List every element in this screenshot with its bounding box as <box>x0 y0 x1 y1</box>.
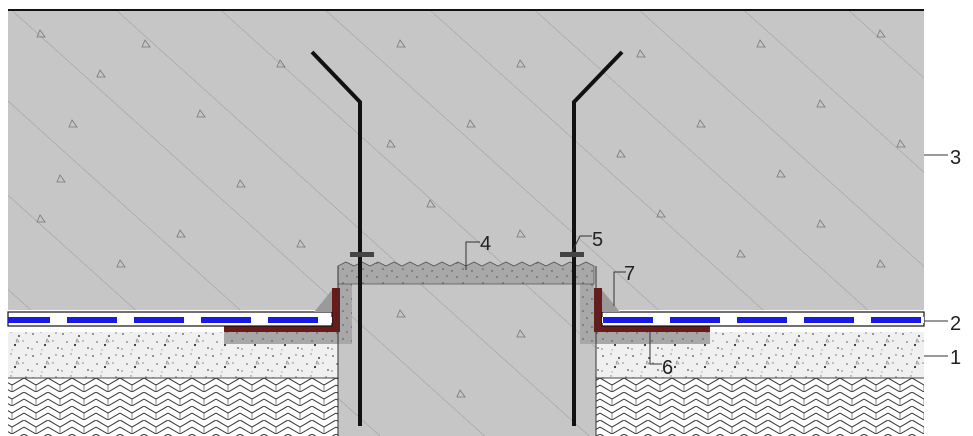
callout-5: 5 <box>571 229 603 253</box>
aggregate-marks <box>36 29 906 268</box>
callout-1: 1 <box>924 347 961 369</box>
bolt-right <box>560 252 584 257</box>
mortar-vertical-right <box>580 280 594 344</box>
waterstop-right <box>572 50 624 426</box>
callout-5-label: 5 <box>592 229 603 251</box>
sealant-right <box>594 288 602 332</box>
fillet-right <box>602 290 620 312</box>
callout-6: 6 <box>649 332 673 379</box>
callout-3-label: 3 <box>950 147 961 169</box>
additional-layer-right <box>598 326 710 332</box>
callout-4-label: 4 <box>480 233 491 255</box>
base-herringbone-left <box>8 378 338 436</box>
callout-3: 3 <box>924 147 961 169</box>
sealant-left <box>332 288 340 332</box>
mortar-vertical-left <box>338 280 352 344</box>
callout-7: 7 <box>613 263 635 306</box>
callout-6-label: 6 <box>662 357 673 379</box>
mortar-strip-left <box>224 332 344 344</box>
waterstop-left <box>310 50 362 426</box>
joint-filler <box>337 261 595 285</box>
callout-7-label: 7 <box>624 263 635 285</box>
base-herringbone-right <box>596 378 924 436</box>
callout-4: 4 <box>465 233 491 270</box>
bolt-left <box>350 252 374 257</box>
additional-layer-left <box>224 326 336 332</box>
fillet-left <box>314 290 332 312</box>
callout-2-label: 2 <box>950 313 961 335</box>
callout-2: 2 <box>924 313 961 335</box>
callout-1-label: 1 <box>950 347 961 369</box>
